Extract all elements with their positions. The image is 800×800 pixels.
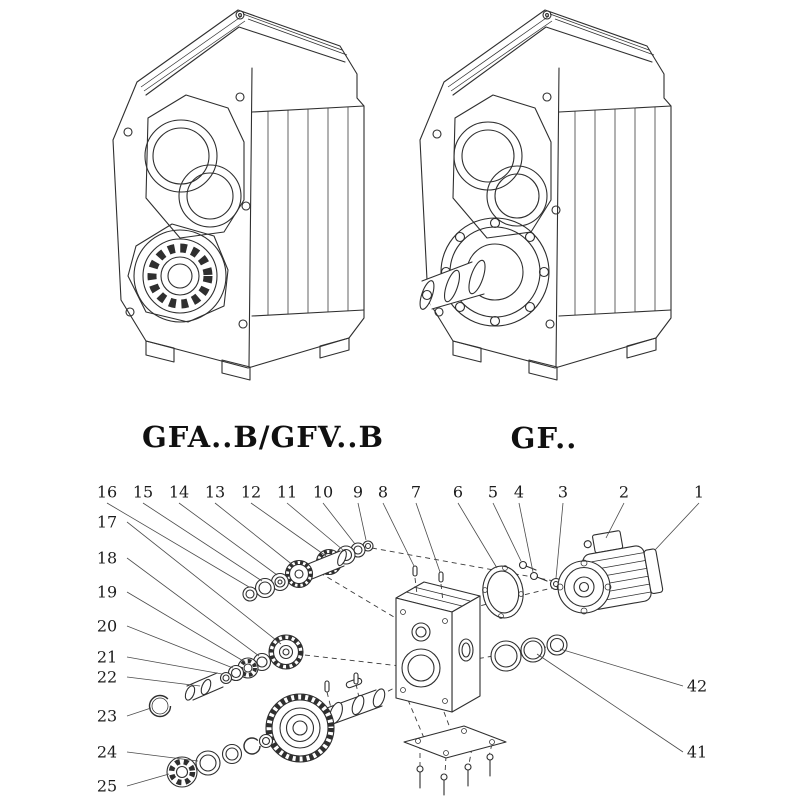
callout-19: 19 — [96, 582, 118, 602]
callout-leader-lines — [106, 502, 700, 787]
callout-11: 11 — [276, 482, 298, 502]
callout-15: 15 — [132, 482, 154, 502]
callout-9: 9 — [352, 482, 364, 502]
exploded-housing-pins — [412, 565, 444, 603]
callout-6: 6 — [452, 482, 464, 502]
callout-10: 10 — [312, 482, 334, 502]
callout-22: 22 — [96, 667, 118, 687]
callout-41: 41 — [686, 742, 708, 762]
exploded-base-gasket — [403, 725, 507, 796]
callout-20: 20 — [96, 616, 118, 636]
model-label-gf: GF.. — [510, 421, 578, 455]
callout-23: 23 — [96, 706, 118, 726]
callout-4: 4 — [513, 482, 525, 502]
callout-2: 2 — [618, 482, 630, 502]
gearbox-left-drawing — [112, 9, 365, 381]
exploded-housing — [395, 581, 481, 713]
callout-14: 14 — [168, 482, 190, 502]
callout-25: 25 — [96, 776, 118, 796]
callout-8: 8 — [377, 482, 389, 502]
exploded-input-gear-cluster — [242, 540, 374, 602]
callout-5: 5 — [487, 482, 499, 502]
callout-3: 3 — [557, 482, 569, 502]
callout-18: 18 — [96, 548, 118, 568]
exploded-view-drawing — [106, 502, 700, 796]
callout-12: 12 — [240, 482, 262, 502]
exploded-seal-rings — [490, 634, 568, 672]
exploded-output-gear-cluster — [166, 672, 386, 788]
gearbox-right-drawing — [419, 9, 672, 381]
callout-7: 7 — [410, 482, 422, 502]
exploded-motor — [556, 530, 664, 615]
exploded-intermediate-gear-cluster — [148, 634, 304, 718]
model-label-gfab-gfvb: GFA..B/GFV..B — [142, 420, 384, 454]
callout-16: 16 — [96, 482, 118, 502]
callout-13: 13 — [204, 482, 226, 502]
callout-21: 21 — [96, 647, 118, 667]
callout-17: 17 — [96, 512, 118, 532]
callout-42: 42 — [686, 676, 708, 696]
callout-24: 24 — [96, 742, 118, 762]
callout-1: 1 — [693, 482, 705, 502]
exploded-flange-gasket — [482, 560, 563, 619]
